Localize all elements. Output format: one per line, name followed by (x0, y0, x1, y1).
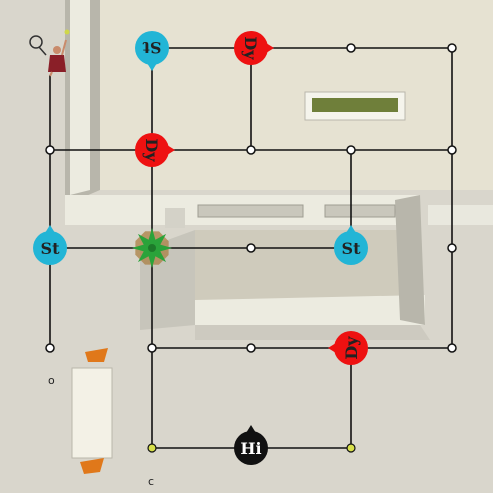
player-core (148, 244, 156, 252)
st-top-token[interactable]: St (135, 31, 169, 71)
token-pointer (147, 63, 157, 71)
token-label: St (41, 239, 61, 258)
window-3 (165, 208, 185, 228)
window-2 (324, 204, 396, 218)
path-node[interactable] (447, 145, 457, 155)
token-label: Hi (240, 439, 261, 458)
token-pointer (246, 425, 256, 433)
player-arm (61, 39, 67, 56)
tennis-ball (64, 29, 70, 35)
token-disc (334, 231, 368, 265)
marker-o: o (48, 374, 55, 387)
racket-head (29, 35, 43, 49)
path-node[interactable] (346, 43, 356, 53)
lower-room-wall (195, 295, 425, 325)
path-node[interactable] (346, 145, 356, 155)
shadow-2 (195, 325, 430, 340)
path-node[interactable] (147, 343, 157, 353)
player-leg (49, 71, 53, 77)
path-node[interactable] (246, 243, 256, 253)
right-wall-stub (428, 205, 493, 225)
path-node[interactable] (447, 43, 457, 53)
token-pointer (328, 343, 336, 353)
player-head (53, 46, 61, 54)
player-token[interactable] (132, 228, 172, 268)
player-shirt (48, 55, 66, 72)
exit-node[interactable] (346, 443, 356, 453)
chair-bottom (80, 458, 104, 474)
token-disc (135, 31, 169, 65)
token-disc (234, 31, 268, 65)
lower-room-floor (195, 230, 420, 305)
token-label: Dy (142, 138, 161, 162)
token-label: St (342, 239, 362, 258)
window-1 (197, 204, 304, 218)
token-pointer (346, 225, 356, 233)
lower-room-side-wall (395, 195, 425, 325)
marker-c: c (148, 475, 154, 488)
token-disc (334, 331, 368, 365)
tennis-player-icon (29, 29, 70, 77)
path-node[interactable] (45, 343, 55, 353)
token-pointer (45, 225, 55, 233)
dy-top-token[interactable]: Dy (234, 31, 274, 65)
table (71, 367, 113, 459)
token-label: Dy (342, 336, 361, 360)
token-label: Dy (241, 36, 260, 60)
token-pointer (266, 43, 274, 53)
path-nodes (45, 43, 457, 453)
token-label: St (142, 38, 162, 57)
path-node[interactable] (447, 343, 457, 353)
path-node[interactable] (45, 145, 55, 155)
st-right-token[interactable]: St (334, 225, 368, 265)
path-node[interactable] (246, 343, 256, 353)
token-pointer (167, 145, 175, 155)
token-disc (33, 231, 67, 265)
dy-mid-token[interactable]: Dy (135, 133, 175, 167)
skylight-glass (312, 98, 398, 112)
exit-node[interactable] (147, 443, 157, 453)
path-node[interactable] (447, 243, 457, 253)
token-disc (135, 133, 169, 167)
racket-handle (38, 46, 47, 56)
path-node[interactable] (246, 145, 256, 155)
hi-bottom-token[interactable]: Hi (234, 425, 268, 465)
chair-top (85, 348, 108, 362)
dy-lower-token[interactable]: Dy (328, 331, 368, 365)
token-disc (234, 431, 268, 465)
left-vertical-wall (70, 0, 90, 195)
st-left-token[interactable]: St (33, 225, 67, 265)
